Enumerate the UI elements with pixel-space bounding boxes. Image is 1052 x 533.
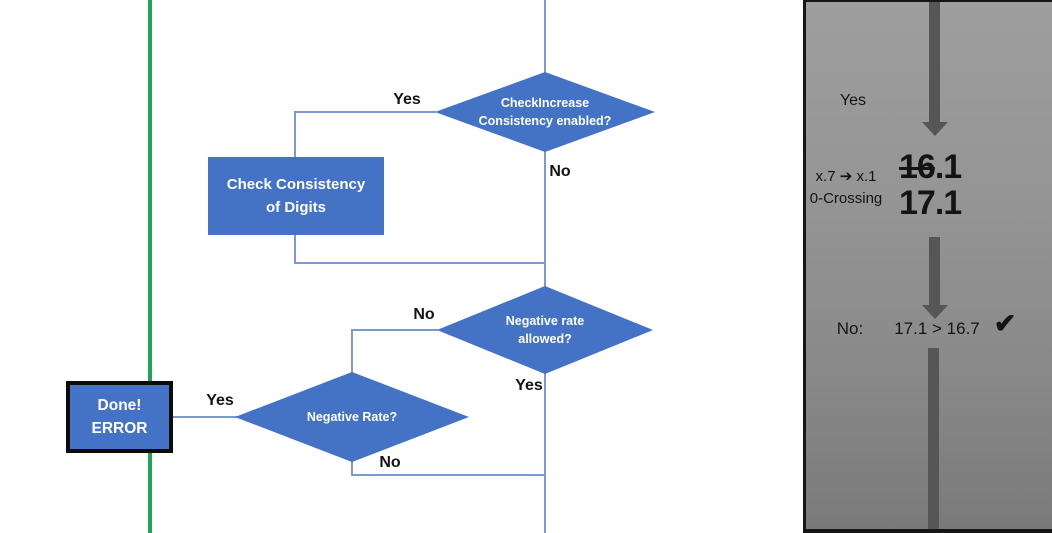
flow-connector-bottom-return <box>351 474 546 476</box>
panel-yes-label: Yes <box>839 92 867 109</box>
flow-connector-yes-top-horizontal <box>294 111 436 113</box>
case-annotation-line2: 0-Crossing <box>809 190 883 207</box>
result-comparison: 17.1 > 16.7 <box>894 319 980 338</box>
side-panel <box>803 0 1052 533</box>
label-no-mid: No <box>413 306 435 323</box>
flow-connector-into-bottom-decision <box>351 329 353 373</box>
terminal-done-error: Done! ERROR <box>66 381 173 453</box>
down-arrow-icon-top <box>929 2 940 122</box>
case-annotation-line1: x.7 ➔ x.1 <box>815 168 877 185</box>
new-value: 17.1 <box>899 184 962 222</box>
decision-negative-rate-allowed: Negative rate allowed? <box>437 286 653 374</box>
down-arrow-icon-bottom <box>928 348 939 529</box>
flow-connector-no-mid-horizontal <box>351 329 438 331</box>
label-yes-mid: Yes <box>515 377 543 394</box>
label-no-top: No <box>549 163 571 180</box>
decision-negative-rate: Negative Rate? <box>235 372 469 462</box>
flow-connector-out-of-process <box>294 235 296 264</box>
decision-negative-rate-label: Negative Rate? <box>306 410 398 424</box>
terminal-error-line: ERROR <box>91 420 148 437</box>
decision-check-increase: CheckIncrease Consistency enabled? <box>435 72 655 152</box>
process-check-consistency-label: Check Consistency of Digits <box>226 176 366 216</box>
flow-connector-bottom-decision-down <box>351 461 353 476</box>
old-value: 16.1 <box>899 148 962 186</box>
terminal-done-line: Done! <box>97 397 142 414</box>
label-yes-top: Yes <box>393 91 421 108</box>
process-check-consistency: Check Consistency of Digits <box>208 157 384 235</box>
flow-connector-main-vertical <box>544 0 546 533</box>
decision-check-increase-label: CheckIncrease Consistency enabled? <box>478 96 612 128</box>
down-arrow-icon-middle <box>929 237 940 305</box>
value-comparison-block: 16.1 17.1 <box>899 148 962 222</box>
flow-connector-to-terminal <box>173 416 237 418</box>
decision-negative-rate-allowed-label: Negative rate allowed? <box>505 314 585 346</box>
label-yes-bottom: Yes <box>206 392 234 409</box>
down-arrow-head-middle <box>922 305 948 319</box>
old-value-rest: .1 <box>934 148 962 186</box>
case-annotation: x.7 ➔ x.1 0-Crossing <box>796 166 896 210</box>
green-timeline-line <box>148 0 152 533</box>
label-no-bottom: No <box>379 454 401 471</box>
down-arrow-head-top <box>922 122 948 136</box>
old-value-struck: 16 <box>899 148 936 186</box>
result-no-label: No: <box>836 319 864 338</box>
flow-connector-into-process <box>294 111 296 158</box>
checkmark-icon: ✔ <box>993 308 1017 339</box>
flow-connector-process-return <box>294 262 546 264</box>
